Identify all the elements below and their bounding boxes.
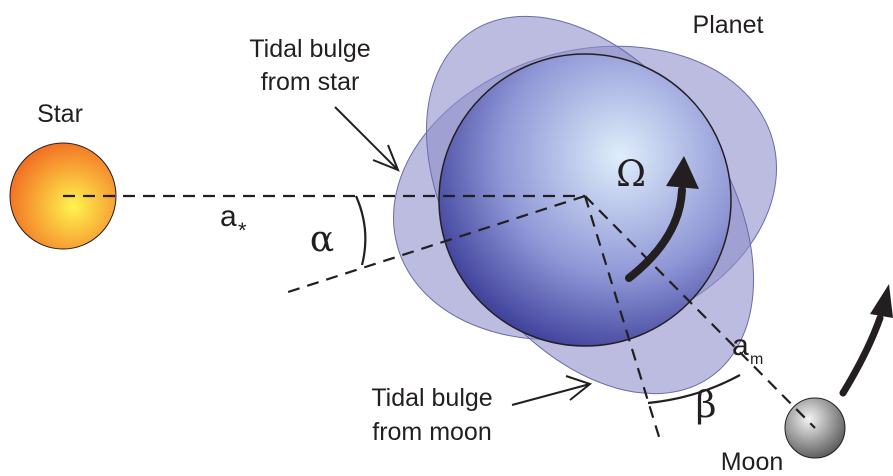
moon-bulge-axis	[583, 195, 662, 441]
bulge-moon-label-line1: Tidal bulge	[371, 384, 492, 412]
alpha-symbol: α	[310, 219, 334, 260]
planet-label: Planet	[693, 11, 764, 39]
bulge-star-label-line1: Tidal bulge	[249, 35, 370, 63]
a-moon-label: a m	[732, 329, 763, 368]
a-star-base: a	[220, 200, 237, 233]
a-moon-base: a	[732, 329, 749, 362]
star-label: Star	[37, 100, 83, 128]
beta-arc	[647, 374, 741, 405]
planet-moon-axis	[584, 195, 816, 429]
star-bulge-axis	[284, 194, 586, 295]
bulge-moon-label-line2: from moon	[372, 418, 491, 446]
a-star-subscript: *	[238, 218, 247, 243]
bulge-star-label-line2: from star	[261, 68, 360, 96]
bulge-star-pointer-arrow	[334, 106, 400, 172]
beta-symbol: β	[696, 385, 717, 426]
moon-orbit-arrow	[839, 284, 893, 397]
moon-label: Moon	[721, 448, 784, 476]
a-moon-subscript: m	[750, 351, 763, 368]
a-star-label: a *	[220, 200, 247, 243]
alpha-arc	[354, 195, 367, 266]
planet-rotation-arrow	[625, 156, 699, 282]
planet-body	[438, 53, 732, 347]
bulge-moon-pointer-arrow	[511, 375, 593, 406]
omega-symbol: Ω	[616, 154, 646, 195]
